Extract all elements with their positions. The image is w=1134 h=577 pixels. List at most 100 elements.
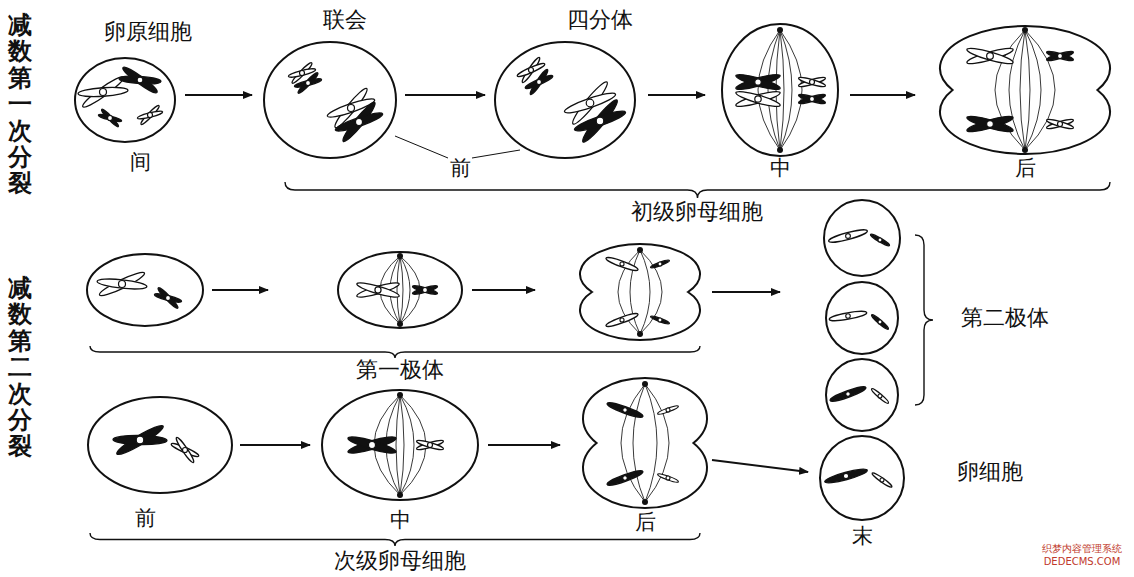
phase-label: 后 [1015,156,1036,180]
spindle-fiber [390,256,400,324]
chromatid [170,442,199,459]
chromatid [157,286,180,309]
brace [285,182,1110,198]
chromatid [416,439,444,451]
spindle-fiber [630,250,640,334]
spindle-fiber [400,395,414,495]
chromatid [1046,50,1074,62]
chromatid [573,108,627,134]
centromere [166,296,171,301]
spindle-pole [642,381,648,387]
chromatid [735,72,781,92]
chromatid [579,97,620,145]
chromatid [966,113,1014,134]
arrow [712,291,780,293]
chromatid [966,45,1014,66]
spindle-fiber [400,256,403,324]
stage-title: 减数第二次分裂 [8,275,32,460]
chromatid [1046,118,1074,130]
cell-outline [495,42,635,158]
spindle-pole [637,331,643,337]
centromere [623,476,628,481]
cell-outline [75,58,175,142]
cell-name: 次级卵母细胞 [334,548,466,573]
dividing-cell [583,378,707,508]
chromatid [340,100,378,144]
chromatid [347,434,397,456]
chromatid [870,233,891,247]
spindle-fiber [780,30,802,150]
phase-label: 末 [852,524,873,548]
brace [90,346,700,358]
spindle-pole [1022,27,1028,33]
stage-name: 四分体 [567,7,633,32]
watermark: 织梦内容管理系统 [1042,543,1122,555]
centromere [108,116,113,121]
chromatid [524,74,553,91]
centromere [423,288,428,293]
chromatid [735,72,781,92]
phase-label: 中 [770,156,791,180]
arrow [405,94,485,96]
dividing-cell [580,244,700,340]
watermark: DEDECMS.COM [1044,556,1121,568]
cell-name: 第一极体 [356,357,444,382]
cell-outline [264,42,396,158]
centromere [620,318,624,322]
centromere [586,99,594,107]
spindle-pole [777,27,783,33]
spindle-fiber [640,250,662,334]
chromatid [294,77,322,88]
cell-outline [88,397,232,493]
leader-line [472,150,520,158]
chromatid [824,467,868,486]
chromatid [356,280,400,299]
centromere [428,443,433,448]
arrow [850,94,915,96]
chromatid [97,277,148,291]
brace [915,235,933,405]
arrow [185,94,252,96]
chromatid [119,75,161,85]
centromere [623,408,628,413]
centromere [666,476,670,480]
cell-outline [824,200,900,276]
chromatid [966,113,1014,134]
centromere [846,234,851,239]
centromere [810,97,815,102]
chromatid [606,400,644,419]
spindle-pole [642,499,648,505]
arrow [212,289,268,291]
spindle-pole [397,253,403,259]
centromere [356,119,363,126]
chromatid [100,108,120,128]
chromatid [966,45,1014,66]
phase-label: 中 [390,508,411,532]
chromatid [798,93,826,105]
spindle-fiber [1025,30,1055,150]
spindle-pole [397,321,403,327]
centromere [183,448,188,453]
centromere [596,117,604,125]
chromatid [78,86,128,98]
spindle-pole [777,147,783,153]
centromere [119,281,126,288]
chromatid [1046,50,1074,62]
centromere [1058,122,1063,127]
chromatid [412,284,438,295]
dividing-cell [940,26,1110,154]
cell-name: 卵细胞 [957,459,1023,484]
spindle-fiber [400,256,410,324]
arrow [712,460,808,472]
centromere [843,473,848,478]
cell-outline [338,252,462,328]
chromatid [347,434,397,456]
cell-outline [322,390,478,500]
centromere [537,80,542,85]
spindle-fiber [780,30,792,150]
spindle-fiber [1025,30,1041,150]
spindle-fiber [1020,30,1025,150]
centromere [755,96,761,102]
cell-name: 初级卵母细胞 [631,199,763,224]
arrow [648,94,705,96]
